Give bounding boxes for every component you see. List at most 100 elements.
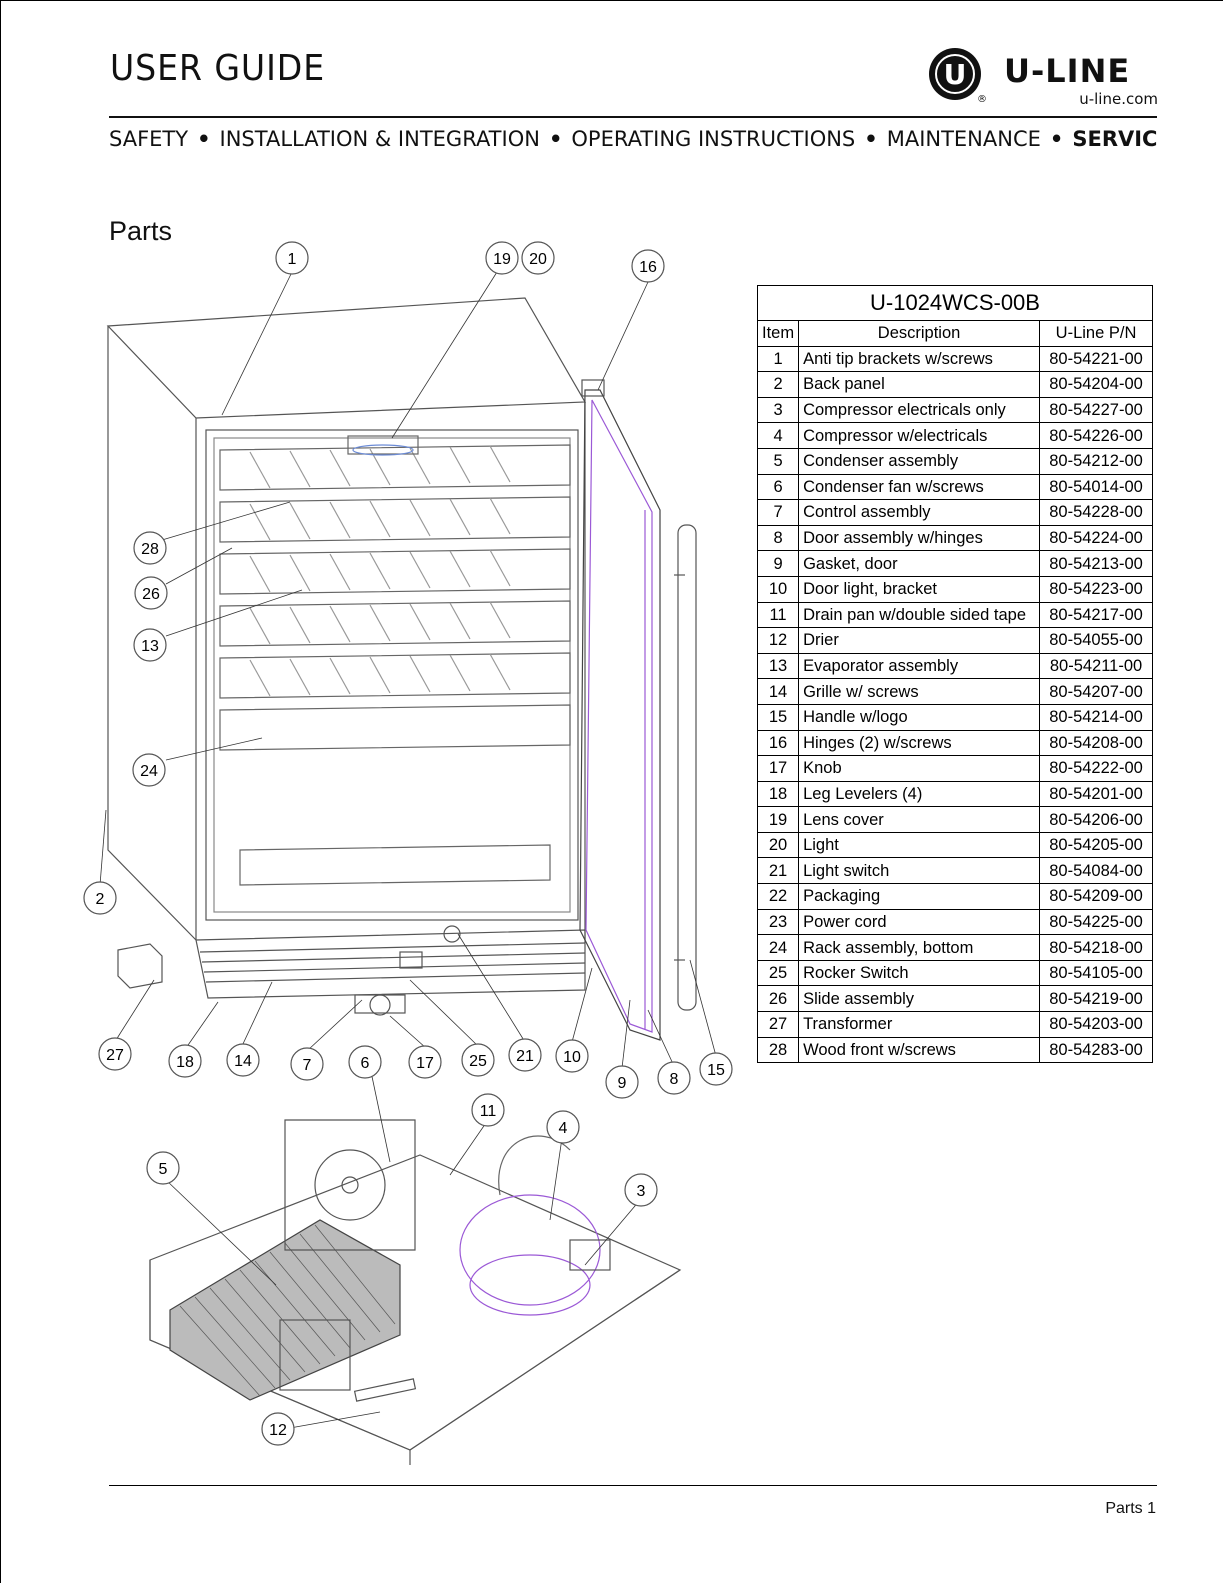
part-description: Anti tip brackets w/screws [798,345,1041,373]
parts-exploded-diagram: 1 19 20 16 28 26 13 24 2 27 18 14 7 6 17… [83,241,733,1465]
brand-logo: U ® U-LINE u-line.com [928,46,1160,110]
part-number: 80-54221-00 [1039,345,1153,373]
part-description: Rack assembly, bottom [798,934,1041,961]
part-number: 80-54225-00 [1039,908,1153,936]
part-number: 80-54217-00 [1039,601,1153,629]
grille-drawing [195,925,586,999]
part-description: Lens cover [798,806,1041,833]
item-number: 15 [756,703,800,731]
column-header-description: Description [798,320,1041,347]
callout-label: 5 [159,1161,168,1178]
callout-label: 7 [303,1057,312,1074]
nav-separator: • [197,127,211,151]
callout-label: 4 [559,1120,568,1137]
page-footer-label: Parts 1 [1105,1500,1156,1517]
part-description: Slide assembly [798,985,1041,1013]
part-description: Door assembly w/hinges [798,524,1041,552]
part-number: 80-54224-00 [1039,524,1153,552]
part-description: Drier [798,627,1041,654]
callout-label: 12 [269,1422,287,1439]
item-number: 24 [756,934,800,961]
item-number: 3 [756,396,800,424]
part-number: 80-54227-00 [1039,396,1153,424]
control-assembly-drawing [354,994,406,1016]
item-number: 21 [756,857,800,885]
part-number: 80-54205-00 [1039,831,1153,859]
part-number: 80-54213-00 [1039,550,1153,577]
item-number: 20 [756,831,800,859]
part-number: 80-54209-00 [1039,883,1153,910]
callout-label: 11 [480,1103,497,1120]
model-number: U-1024WCS-00B [757,285,1153,321]
callout-label: 10 [563,1049,581,1066]
machine-compartment-drawing [149,1119,682,1465]
callout-label: 27 [106,1047,124,1064]
nav-separator: • [864,127,878,151]
section-title: Parts [109,216,173,246]
callout-label: 15 [707,1062,725,1079]
part-number: 80-54226-00 [1039,422,1153,449]
column-header-item: Item [756,320,800,347]
nav-item-maintenance: MAINTENANCE [886,127,1041,151]
part-number: 80-54201-00 [1039,780,1153,808]
nav-item-service: SERVICE [1072,127,1157,151]
part-description: Leg Levelers (4) [798,780,1041,808]
item-number: 11 [756,601,800,629]
part-description: Door light, bracket [798,575,1041,603]
part-description: Condenser fan w/screws [798,473,1041,501]
callout-label: 1 [288,251,297,268]
item-number: 2 [756,371,800,398]
part-number: 80-54208-00 [1039,729,1153,757]
part-number: 80-54212-00 [1039,447,1153,475]
callout-label: 19 [493,251,511,268]
callout-label: 24 [140,763,158,780]
callout-label: 16 [639,259,657,276]
item-number: 28 [756,1036,800,1064]
nav-item-operating: OPERATING INSTRUCTIONS [571,127,856,151]
part-number: 80-54211-00 [1039,652,1153,680]
brand-mark-letter: U [944,58,967,91]
part-description: Condenser assembly [798,447,1041,475]
callout-label: 18 [176,1054,194,1071]
item-number: 5 [756,447,800,475]
footer-rule [109,1485,1157,1486]
item-number: 18 [756,780,800,808]
parts-table: U-1024WCS-00B Item Description U-Line P/… [756,285,1153,1064]
part-number: 80-54203-00 [1039,1011,1153,1038]
part-description: Compressor w/electricals [798,422,1041,449]
part-description: Light switch [798,857,1041,885]
callout-label: 17 [416,1055,434,1072]
door-drawing [579,379,697,1041]
part-description: Wood front w/screws [798,1036,1041,1064]
part-number: 80-54219-00 [1039,985,1153,1013]
part-number: 80-54214-00 [1039,703,1153,731]
registered-mark: ® [977,94,987,105]
callout-label: 26 [142,586,160,603]
item-number: 26 [756,985,800,1013]
nav-separator: • [548,127,563,151]
part-number: 80-54055-00 [1039,627,1153,654]
part-number: 80-54084-00 [1039,857,1153,885]
part-number: 80-54204-00 [1039,371,1153,398]
part-description: Grille w/ screws [798,678,1041,705]
callout-circles [83,241,733,1446]
rack-shelves [219,444,571,886]
part-description: Rocker Switch [798,959,1041,987]
item-number: 1 [756,345,800,373]
part-description: Back panel [798,371,1041,398]
callout-leaders [99,271,717,1429]
part-description: Drain pan w/double sided tape [798,601,1041,629]
